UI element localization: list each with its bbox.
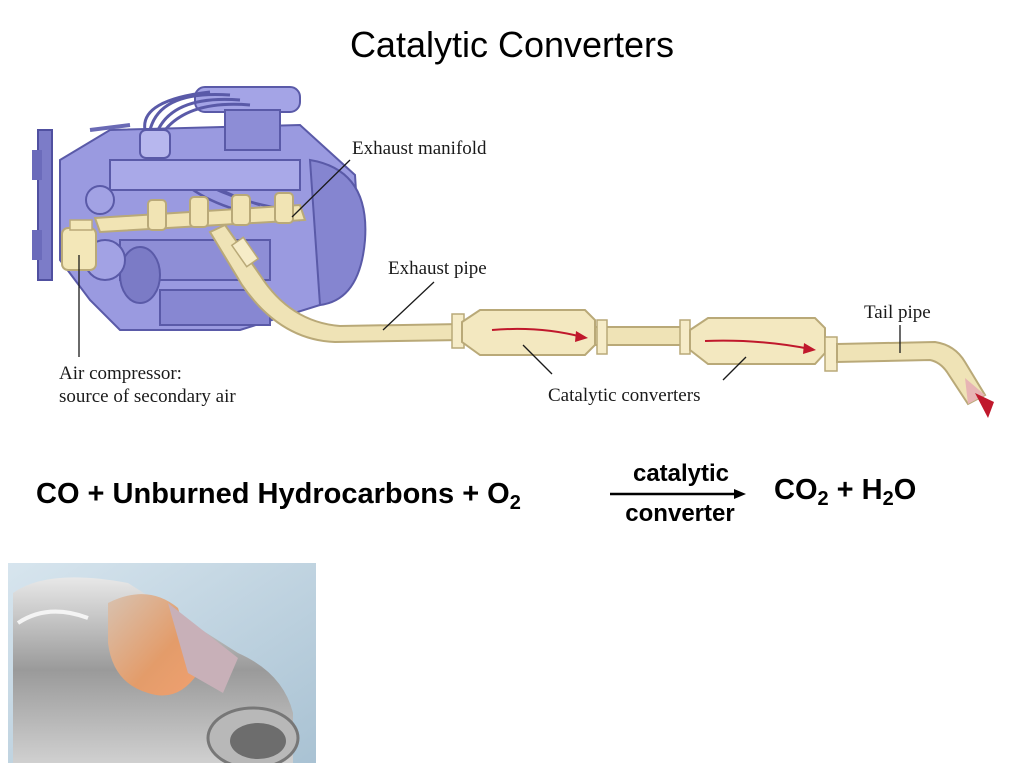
label-catalytic-converters: Catalytic converters bbox=[548, 385, 700, 406]
catalytic-converter-1 bbox=[461, 309, 596, 356]
slide-title: Catalytic Converters bbox=[349, 24, 675, 65]
exhaust-system-diagram: Exhaust manifold Exhaust pipe Tail pipe … bbox=[32, 86, 994, 418]
engine-illustration bbox=[32, 86, 367, 331]
reaction-arrow bbox=[610, 489, 746, 499]
label-tail-pipe: Tail pipe bbox=[864, 302, 931, 323]
arrow-label-top: catalytic bbox=[632, 460, 730, 487]
catalytic-converter-2 bbox=[689, 317, 826, 365]
products: CO2 + H2O bbox=[774, 474, 916, 511]
product-o: O bbox=[893, 474, 917, 506]
product-h-subscript: 2 bbox=[882, 488, 894, 510]
arrow-label-bottom: converter bbox=[625, 500, 735, 527]
leader-lines bbox=[78, 159, 901, 381]
catalytic-converter-photo bbox=[8, 563, 316, 763]
label-exhaust-pipe: Exhaust pipe bbox=[388, 258, 487, 279]
reactants: CO + Unburned Hydrocarbons + O2 bbox=[36, 478, 521, 515]
label-air-compressor-line2: source of secondary air bbox=[59, 386, 236, 407]
label-exhaust-manifold: Exhaust manifold bbox=[352, 138, 487, 159]
product-co-subscript: 2 bbox=[817, 488, 829, 510]
reactants-subscript: 2 bbox=[509, 492, 521, 514]
tail-pipe bbox=[824, 336, 994, 418]
product-co: CO bbox=[774, 474, 818, 506]
label-air-compressor-line1: Air compressor: bbox=[59, 363, 182, 384]
exhaust-manifold bbox=[93, 192, 307, 234]
reactants-text: CO + Unburned Hydrocarbons + O bbox=[36, 478, 510, 510]
product-plus-h: + H bbox=[828, 474, 883, 506]
